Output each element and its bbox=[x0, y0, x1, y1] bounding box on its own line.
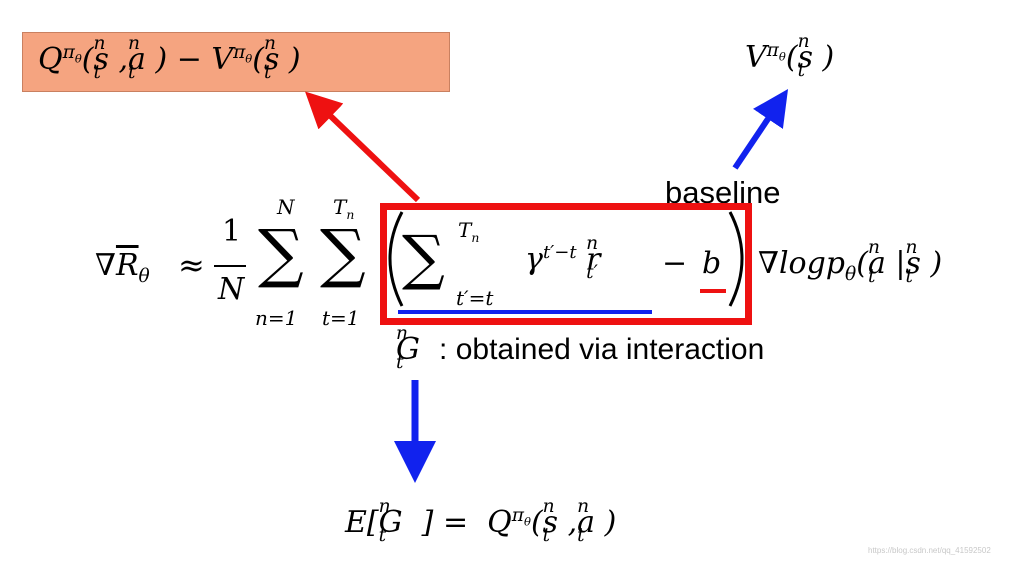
sum1-sign: ∑ bbox=[258, 217, 304, 291]
sum2-sign: ∑ bbox=[320, 217, 366, 291]
sum2-upper: Tn bbox=[333, 195, 355, 222]
frac-denominator: N bbox=[218, 272, 245, 307]
advantage-box bbox=[22, 32, 450, 92]
blue-arrow-up bbox=[732, 89, 789, 170]
frac-numerator: 1 bbox=[222, 214, 242, 249]
sum1-upper: N bbox=[277, 195, 295, 219]
red-arrow bbox=[305, 91, 421, 203]
gradient-R: ∇Rθ bbox=[95, 248, 150, 287]
sum1-lower: n=1 bbox=[255, 306, 298, 330]
approx-sign: ≈ bbox=[178, 246, 205, 284]
highlight-box bbox=[380, 203, 752, 325]
minus-sign: − bbox=[662, 246, 688, 281]
inner-sum-upper: Tn bbox=[458, 218, 480, 245]
inner-sum-lower: t′=t bbox=[456, 286, 494, 310]
watermark: https://blog.csdn.net/qq_41592502 bbox=[868, 546, 991, 555]
baseline-b: b bbox=[702, 246, 722, 281]
sum2-lower: t=1 bbox=[322, 306, 360, 330]
left-paren bbox=[388, 211, 404, 307]
inner-sum-sign: ∑ bbox=[402, 223, 445, 293]
right-paren bbox=[728, 211, 744, 307]
